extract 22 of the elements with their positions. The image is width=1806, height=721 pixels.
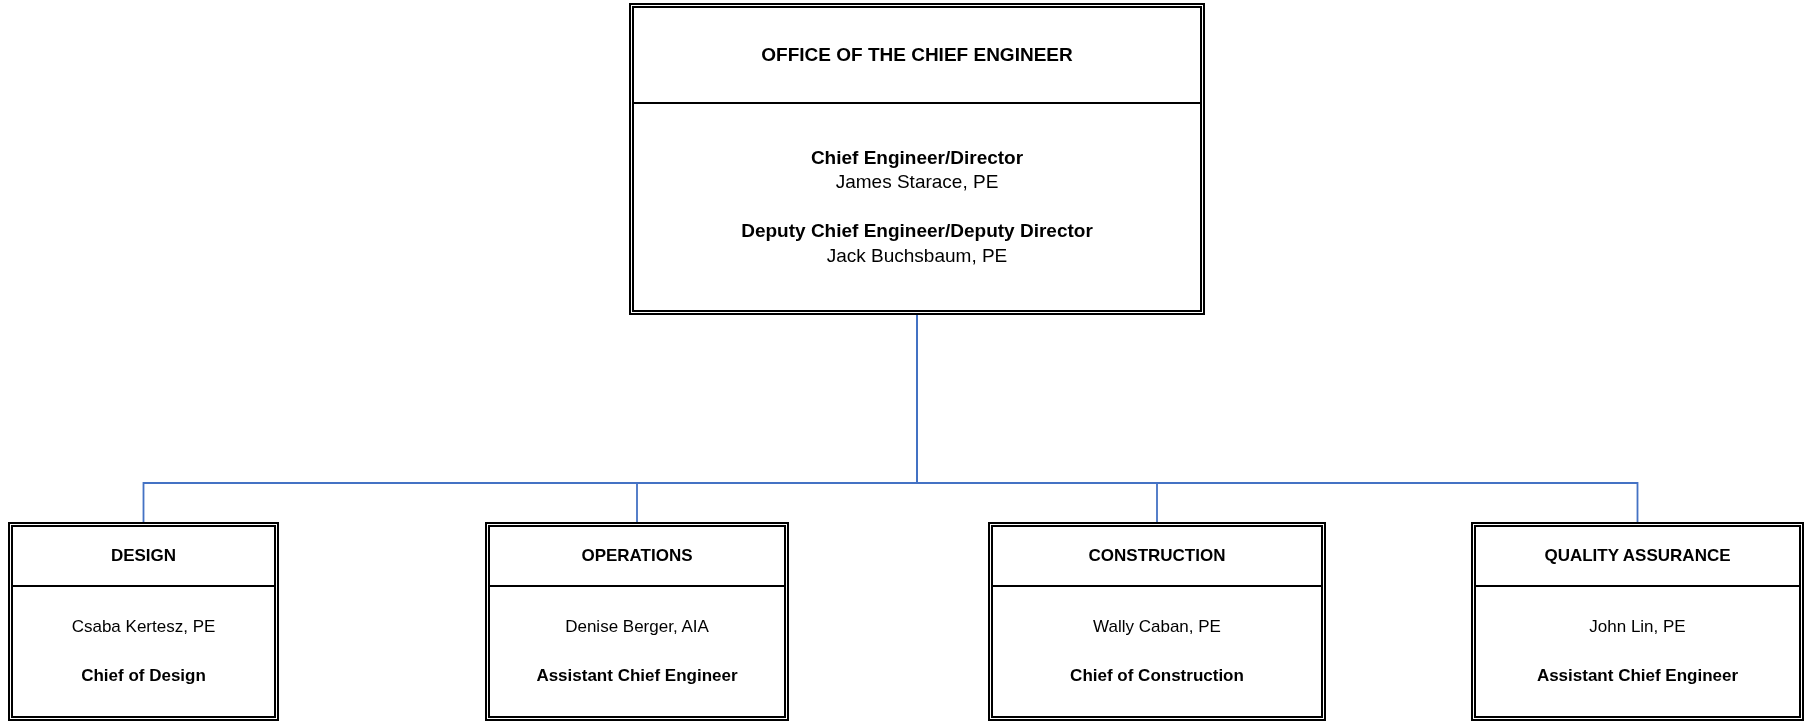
org-box bbox=[485, 522, 789, 721]
role-title: Deputy Chief Engineer/Deputy Director bbox=[741, 219, 1093, 243]
org-box bbox=[8, 522, 279, 721]
role-title: Chief of Construction bbox=[1070, 666, 1244, 687]
department-heading: QUALITY ASSURANCE bbox=[1544, 546, 1731, 566]
department-heading: CONSTRUCTION bbox=[1088, 546, 1226, 566]
person-name: James Starace, PE bbox=[835, 170, 999, 195]
person-name: John Lin, PE bbox=[1589, 616, 1686, 637]
person-name: Denise Berger, AIA bbox=[565, 616, 709, 637]
org-box bbox=[629, 3, 1205, 315]
role-title: Assistant Chief Engineer bbox=[536, 666, 738, 687]
person-name: Wally Caban, PE bbox=[1093, 616, 1221, 637]
department-heading: DESIGN bbox=[110, 546, 177, 566]
person-name: Jack Buchsbaum, PE bbox=[826, 243, 1008, 268]
role-title: Chief of Design bbox=[81, 666, 206, 687]
department-heading: OPERATIONS bbox=[581, 546, 693, 566]
org-box bbox=[988, 522, 1326, 721]
role-title: Chief Engineer/Director bbox=[810, 145, 1024, 170]
department-heading: OFFICE OF THE CHIEF ENGINEER bbox=[761, 44, 1073, 66]
org-box bbox=[1471, 522, 1804, 721]
person-name: Csaba Kertesz, PE bbox=[71, 616, 216, 637]
role-title: Assistant Chief Engineer bbox=[1536, 666, 1739, 687]
